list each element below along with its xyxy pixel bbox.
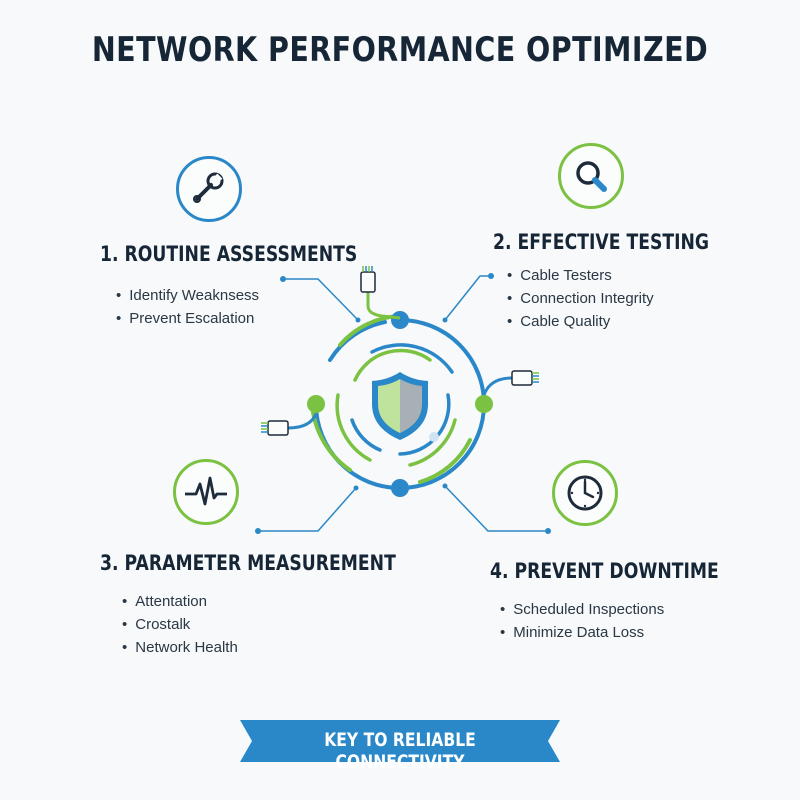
section-bullets-1: Identify Weaknsess Prevent Escalation (116, 284, 259, 330)
ring-nodes (307, 311, 493, 497)
footer-banner: KEY TO RELIABLE CONNECTIVITY (240, 720, 560, 773)
bullet-item: Scheduled Inspections (500, 598, 664, 621)
section-heading-2: 2. EFFECTIVE TESTING (493, 230, 710, 254)
connector-line-4 (444, 485, 548, 532)
bullet-item: Network Health (122, 636, 238, 659)
section-bullets-3: Attentation Crostalk Network Health (122, 590, 238, 659)
shield-icon (372, 372, 428, 440)
bullet-item: Identify Weaknsess (116, 284, 259, 307)
section-bullets-2: Cable Testers Connection Integrity Cable… (507, 264, 654, 333)
cable-plug-icons (261, 266, 539, 436)
magnifier-icon (558, 143, 624, 209)
section-bullets-4: Scheduled Inspections Minimize Data Loss (500, 598, 664, 644)
bullet-item: Minimize Data Loss (500, 621, 664, 644)
wrench-icon (176, 156, 242, 222)
bullet-item: Crostalk (122, 613, 238, 636)
bullet-item: Prevent Escalation (116, 307, 259, 330)
bullet-item: Cable Testers (507, 264, 654, 287)
connector-line-2 (444, 275, 491, 321)
bullet-item: Connection Integrity (507, 287, 653, 310)
section-heading-1: 1. ROUTINE ASSESSMENTS (100, 242, 358, 266)
connector-line-3 (258, 487, 357, 532)
section-heading-4: 4. PREVENT DOWNTIME (490, 559, 719, 583)
section-heading-3: 3. PARAMETER MEASUREMENT (100, 551, 396, 575)
connector-dots (255, 273, 551, 534)
clock-icon (552, 460, 618, 526)
heartbeat-icon (173, 459, 239, 525)
connector-lines (258, 275, 548, 532)
bullet-item: Cable Quality (507, 310, 654, 333)
bullet-item: Attentation (122, 590, 238, 613)
banner-text: KEY TO RELIABLE CONNECTIVITY (324, 729, 476, 773)
page-title: NETWORK PERFORMANCE OPTIMIZED (91, 30, 709, 70)
connector-line-1 (283, 278, 359, 321)
